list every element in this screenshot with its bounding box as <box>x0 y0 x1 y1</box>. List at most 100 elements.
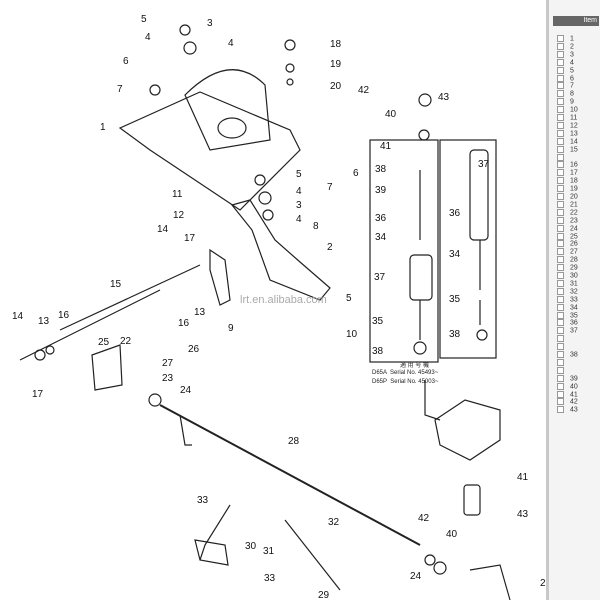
item-row[interactable]: 17 <box>557 169 600 177</box>
item-checkbox[interactable] <box>557 169 564 177</box>
item-row[interactable]: 30 <box>557 272 600 280</box>
item-row[interactable]: 35 <box>557 311 600 320</box>
item-checkbox[interactable] <box>557 129 564 137</box>
item-row[interactable] <box>557 335 600 343</box>
item-row[interactable]: 2 <box>557 42 600 51</box>
item-row[interactable]: 39 <box>557 374 600 383</box>
item-checkbox[interactable] <box>557 256 564 264</box>
item-checkbox[interactable] <box>557 161 564 169</box>
item-row[interactable]: 32 <box>557 287 600 296</box>
item-row[interactable]: 23 <box>557 216 600 225</box>
item-row[interactable]: 21 <box>557 200 600 209</box>
item-checkbox[interactable] <box>557 311 564 319</box>
item-checkbox[interactable] <box>557 287 564 295</box>
item-checkbox[interactable] <box>557 216 564 224</box>
item-row[interactable]: 20 <box>557 193 600 201</box>
item-checkbox[interactable] <box>557 106 564 114</box>
item-checkbox[interactable] <box>557 177 564 185</box>
item-row[interactable]: 37 <box>557 327 600 335</box>
item-row[interactable]: 43 <box>557 406 600 414</box>
item-checkbox[interactable] <box>557 66 564 74</box>
item-checkbox[interactable] <box>557 50 564 58</box>
item-checkbox[interactable] <box>557 272 564 279</box>
item-checkbox[interactable] <box>557 137 564 145</box>
callout-17: 17 <box>32 389 44 400</box>
item-row[interactable]: 12 <box>557 121 600 130</box>
item-row[interactable]: 1 <box>557 35 600 43</box>
item-row[interactable]: 33 <box>557 295 600 304</box>
item-checkbox[interactable] <box>557 398 564 406</box>
item-row[interactable]: 42 <box>557 398 600 406</box>
item-row[interactable]: 4 <box>557 58 600 67</box>
item-number: 30 <box>570 272 578 280</box>
item-checkbox[interactable] <box>557 232 564 240</box>
item-row[interactable]: 26 <box>557 240 600 248</box>
item-row[interactable] <box>557 366 600 375</box>
item-row[interactable]: 9 <box>557 98 600 106</box>
item-checkbox[interactable] <box>557 121 564 129</box>
item-checkbox[interactable] <box>557 193 564 200</box>
item-row[interactable]: 13 <box>557 129 600 138</box>
item-checkbox[interactable] <box>557 335 564 343</box>
item-row[interactable]: 41 <box>557 390 600 399</box>
item-checkbox[interactable] <box>557 374 564 382</box>
item-row[interactable]: 15 <box>557 145 600 154</box>
item-row[interactable]: 34 <box>557 303 600 312</box>
item-checkbox[interactable] <box>557 145 564 153</box>
item-checkbox[interactable] <box>557 279 564 287</box>
item-checkbox[interactable] <box>557 319 564 327</box>
item-checkbox[interactable] <box>557 327 564 335</box>
item-checkbox[interactable] <box>557 382 564 390</box>
item-row[interactable]: 31 <box>557 279 600 288</box>
item-checkbox[interactable] <box>557 248 564 256</box>
item-row[interactable] <box>557 153 600 162</box>
item-row[interactable]: 3 <box>557 50 600 59</box>
item-row[interactable] <box>557 358 600 367</box>
item-checkbox[interactable] <box>557 295 564 303</box>
item-row[interactable]: 11 <box>557 114 600 122</box>
item-row[interactable]: 27 <box>557 248 600 256</box>
item-checkbox[interactable] <box>557 153 564 161</box>
item-row[interactable]: 29 <box>557 264 600 272</box>
item-row[interactable]: 16 <box>557 161 600 169</box>
item-checkbox[interactable] <box>557 82 564 90</box>
item-checkbox[interactable] <box>557 240 564 248</box>
item-row[interactable]: 10 <box>557 106 600 114</box>
item-checkbox[interactable] <box>557 343 564 351</box>
item-checkbox[interactable] <box>557 358 564 366</box>
item-checkbox[interactable] <box>557 208 564 216</box>
item-row[interactable]: 22 <box>557 208 600 217</box>
item-row[interactable]: 19 <box>557 185 600 193</box>
item-checkbox[interactable] <box>557 366 564 374</box>
item-row[interactable]: 5 <box>557 66 600 75</box>
item-checkbox[interactable] <box>557 114 564 121</box>
item-row[interactable]: 36 <box>557 319 600 327</box>
item-checkbox[interactable] <box>557 390 564 398</box>
item-checkbox[interactable] <box>557 224 564 232</box>
item-checkbox[interactable] <box>557 303 564 311</box>
item-checkbox[interactable] <box>557 35 564 42</box>
item-row[interactable]: 18 <box>557 177 600 185</box>
item-checkbox[interactable] <box>557 351 564 358</box>
item-checkbox[interactable] <box>557 185 564 193</box>
item-checkbox[interactable] <box>557 98 564 106</box>
item-row[interactable]: 25 <box>557 232 600 241</box>
item-row[interactable]: 14 <box>557 137 600 146</box>
item-row[interactable]: 6 <box>557 74 600 83</box>
item-checkbox[interactable] <box>557 90 564 98</box>
item-checkbox[interactable] <box>557 74 564 82</box>
item-checkbox[interactable] <box>557 264 564 272</box>
item-row[interactable]: 8 <box>557 90 600 98</box>
item-checkbox[interactable] <box>557 406 564 414</box>
item-row[interactable]: 24 <box>557 224 600 233</box>
item-row[interactable]: 28 <box>557 256 600 264</box>
item-checkbox[interactable] <box>557 200 564 208</box>
item-row[interactable]: 40 <box>557 382 600 391</box>
item-number: 10 <box>570 106 578 114</box>
item-checkbox[interactable] <box>557 58 564 66</box>
item-row[interactable] <box>557 343 600 351</box>
item-row[interactable]: 38 <box>557 351 600 359</box>
item-checkbox[interactable] <box>557 42 564 50</box>
item-row[interactable]: 7 <box>557 82 600 90</box>
item-number: 26 <box>570 240 578 248</box>
